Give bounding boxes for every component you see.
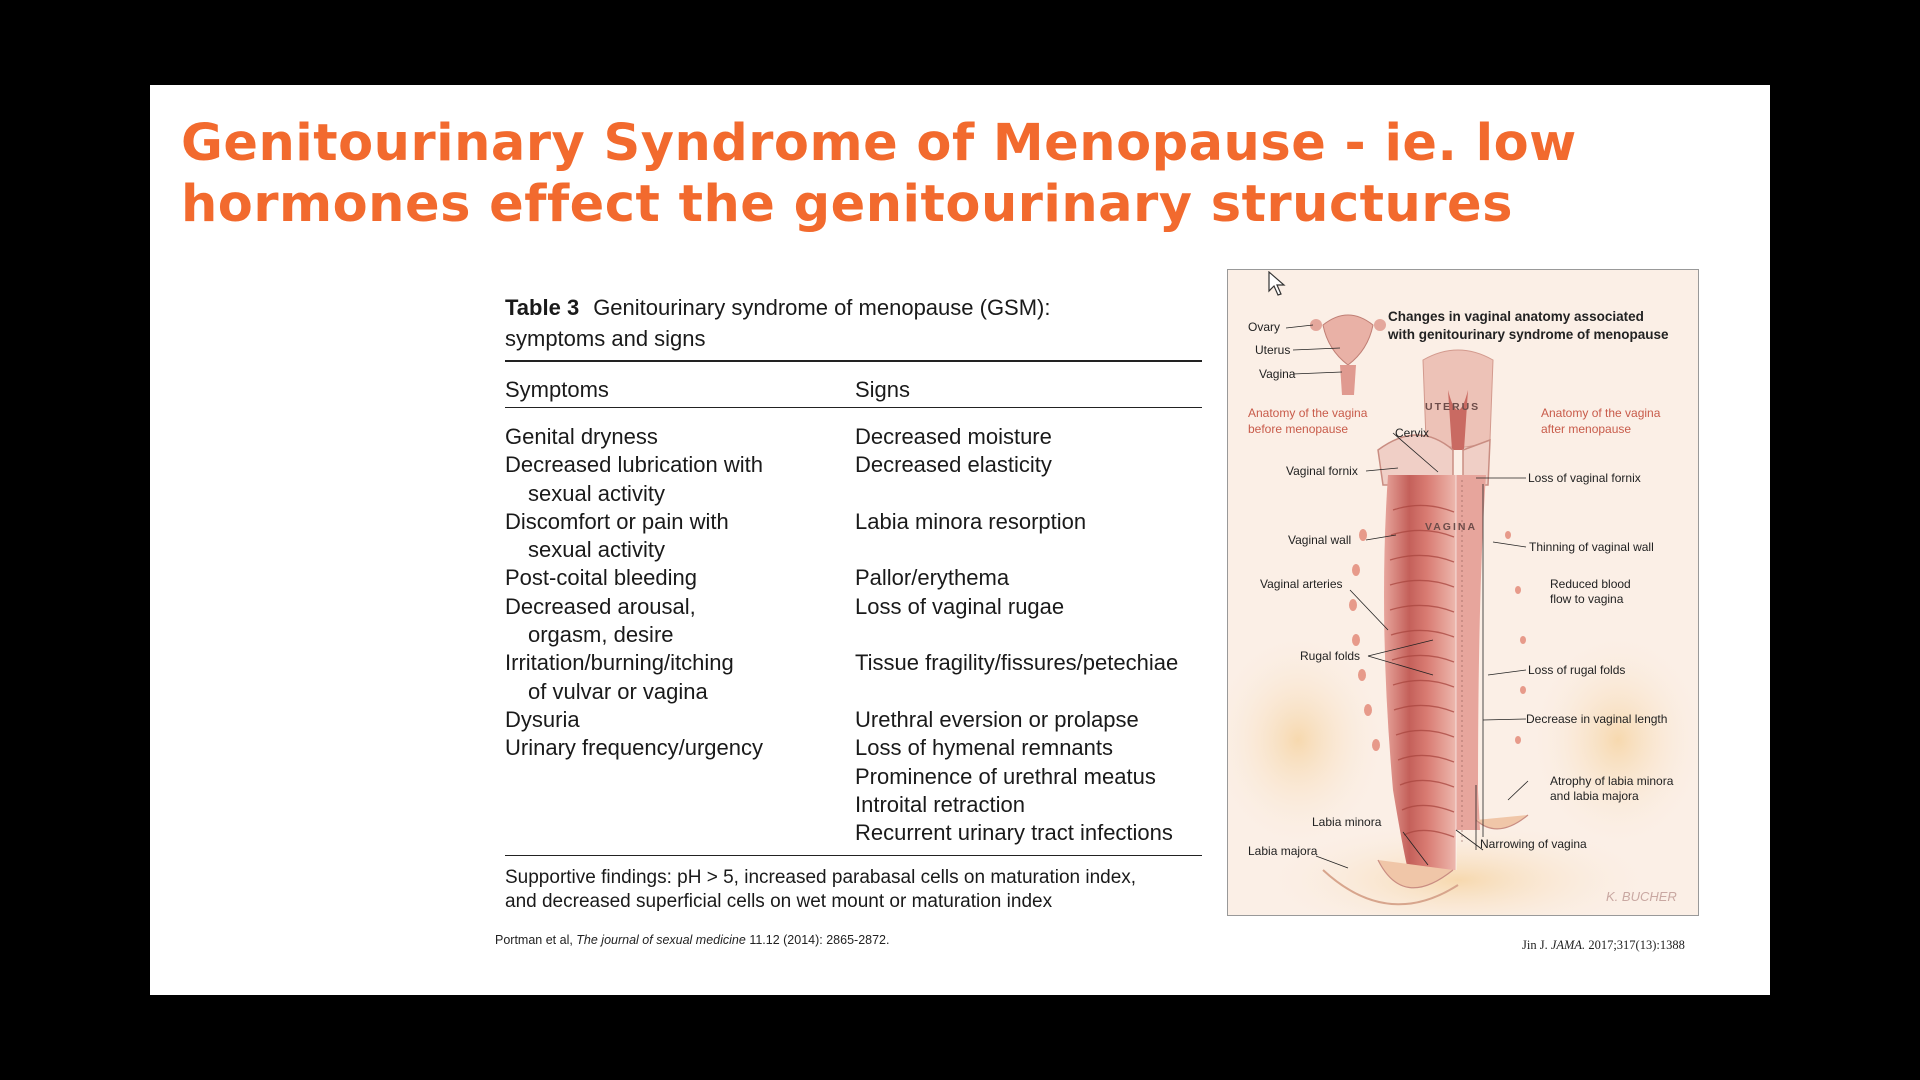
sign-item: Tissue fragility/fissures/petechiae (855, 650, 1179, 676)
label-after-line1: Anatomy of the vagina (1541, 406, 1661, 420)
figure-heading-line1: Changes in vaginal anatomy associated (1388, 309, 1644, 324)
symptom-item-continued: orgasm, desire (528, 622, 674, 648)
label-vaginal-arteries: Vaginal arteries (1260, 577, 1343, 591)
symptom-item-continued: sexual activity (528, 480, 665, 506)
label-reduced-blood-line1: Reduced blood (1550, 577, 1631, 591)
sign-item: Pallor/erythema (855, 565, 1010, 591)
anatomy-illustration (1228, 314, 1698, 915)
figure-heading-line2: with genitourinary syndrome of menopause (1388, 327, 1669, 342)
label-decrease-length: Decrease in vaginal length (1526, 712, 1668, 726)
sign-item: Loss of vaginal rugae (855, 593, 1065, 619)
citation-journal: The journal of sexual medicine (576, 933, 746, 947)
label-uterus-caps: UTERUS (1425, 401, 1481, 413)
citation-authors: Portman et al, (495, 933, 577, 947)
label-atrophy-line2: and labia majora (1550, 789, 1639, 803)
sign-item: Decreased elasticity (855, 452, 1052, 478)
label-ovary: Ovary (1248, 320, 1281, 334)
sign-item: Introital retraction (855, 791, 1025, 817)
table-caption: Table 3 Genitourinary syndrome of menopau… (505, 292, 1202, 362)
symptom-item: Decreased arousal, (505, 593, 696, 619)
symptom-item: Urinary frequency/urgency (505, 735, 764, 761)
citation-details: 11.12 (2014): 2865-2872. (745, 933, 890, 947)
table-footnote: Supportive findings: pH > 5, increased p… (505, 856, 1202, 914)
label-reduced-blood-line2: flow to vagina (1550, 592, 1624, 606)
label-rugal-folds: Rugal folds (1300, 649, 1361, 663)
label-loss-fornix: Loss of vaginal fornix (1528, 471, 1641, 485)
symptoms-column: Genital dryness Decreased lubrication wi… (505, 423, 855, 847)
citation-right-journal: JAMA. (1550, 938, 1586, 952)
label-narrowing: Narrowing of vagina (1480, 837, 1587, 851)
symptom-item: Dysuria (505, 706, 580, 732)
slide-title: Genitourinary Syndrome of Menopause - ie… (181, 114, 1577, 234)
symptom-item-continued: of vulvar or vagina (528, 678, 708, 704)
table-caption-line1: Genitourinary syndrome of menopause (GSM… (593, 295, 1051, 320)
citation-right-details: 2017;317(13):1388 (1585, 938, 1685, 952)
citation-right-author: Jin J. (1522, 938, 1551, 952)
sign-item: Urethral eversion or prolapse (855, 706, 1139, 732)
symptom-item: Genital dryness (505, 424, 658, 449)
illustrator-signature: K. BUCHER (1606, 889, 1677, 904)
symptom-item: Irritation/burning/itching (505, 650, 734, 676)
label-vaginal-wall: Vaginal wall (1288, 533, 1352, 547)
sign-item: Recurrent urinary tract infections (855, 820, 1173, 846)
label-uterus-inset: Uterus (1255, 343, 1291, 357)
sign-item: Labia minora resorption (855, 508, 1087, 534)
mouse-cursor-icon (1268, 271, 1286, 296)
signs-column: Decreased moisture Decreased elasticity … (855, 423, 1202, 847)
sign-item: Loss of hymenal remnants (855, 735, 1114, 761)
label-before-line2: before menopause (1248, 422, 1349, 436)
label-before-line1: Anatomy of the vagina (1248, 406, 1368, 420)
sign-item: Prominence of urethral meatus (855, 763, 1156, 789)
label-thinning-wall: Thinning of vaginal wall (1529, 540, 1654, 554)
label-cervix: Cervix (1395, 426, 1430, 440)
citation-right: Jin J. JAMA. 2017;317(13):1388 (1522, 938, 1685, 953)
table-caption-line2: symptoms and signs (505, 326, 706, 351)
label-vagina-inset: Vagina (1259, 367, 1296, 381)
footnote-line1: Supportive findings: pH > 5, increased p… (505, 867, 1137, 889)
slide: Genitourinary Syndrome of Menopause - ie… (150, 85, 1770, 995)
sign-item: Decreased moisture (855, 424, 1052, 449)
gsm-table: Table 3 Genitourinary syndrome of menopau… (505, 292, 1202, 914)
symptom-item: Decreased lubrication with (505, 452, 764, 478)
symptom-item: Discomfort or pain with (505, 508, 729, 534)
label-vagina-caps: VAGINA (1425, 521, 1478, 533)
symptom-item: Post-coital bleeding (505, 565, 698, 591)
citation-left: Portman et al, The journal of sexual med… (495, 933, 889, 947)
table-header-row: Symptoms Signs (505, 362, 1202, 408)
symptom-item-continued: sexual activity (528, 537, 665, 563)
table-body: Genital dryness Decreased lubrication wi… (505, 408, 1202, 857)
label-after-line2: after menopause (1541, 422, 1632, 436)
table-number: Table 3 (505, 295, 580, 320)
label-vaginal-fornix: Vaginal fornix (1286, 464, 1358, 478)
label-atrophy-line1: Atrophy of labia minora (1550, 774, 1674, 788)
label-labia-majora: Labia majora (1248, 844, 1318, 858)
anatomy-figure: Changes in vaginal anatomy associated wi… (1227, 269, 1699, 916)
label-loss-rugal: Loss of rugal folds (1528, 663, 1626, 677)
label-labia-minora: Labia minora (1312, 815, 1382, 829)
header-symptoms: Symptoms (505, 377, 609, 402)
header-signs: Signs (855, 377, 911, 402)
footnote-line2: and decreased superficial cells on wet m… (505, 891, 1053, 913)
